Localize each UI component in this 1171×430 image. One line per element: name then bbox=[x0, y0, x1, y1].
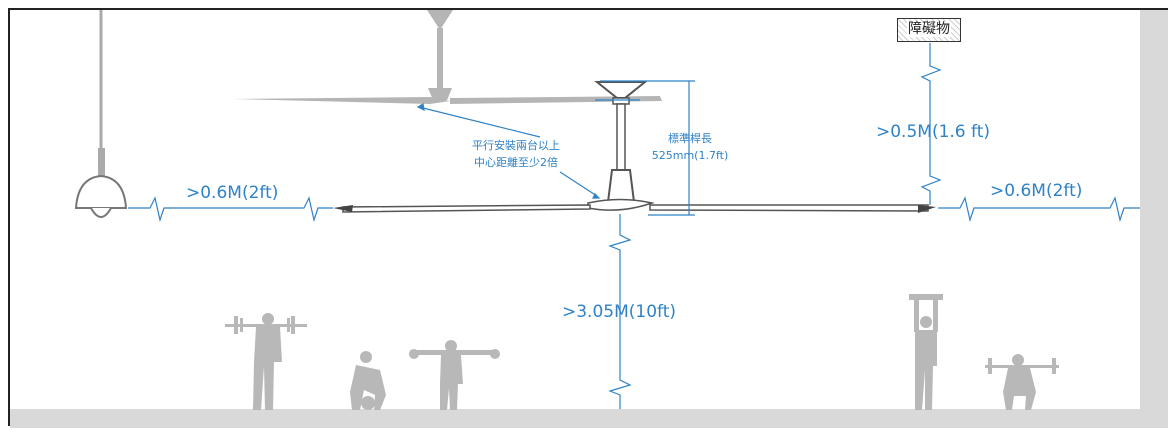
main-fan bbox=[333, 81, 936, 213]
obstacle-label: 障礙物 bbox=[907, 21, 951, 37]
parallel-note-line2: 中心距離至少2倍 bbox=[474, 156, 558, 169]
floor bbox=[10, 409, 1168, 428]
diagram-frame bbox=[8, 8, 1168, 426]
athlete-kettlebell bbox=[350, 351, 386, 410]
pendant-lamp bbox=[74, 10, 128, 218]
parallel-note-line1: 平行安裝兩台以上 bbox=[472, 139, 560, 152]
downrod-length-note: 標準桿長 525mm(1.7ft) bbox=[640, 130, 740, 164]
floor-clearance-label: >3.05M(10ft) bbox=[562, 302, 677, 322]
right-wall bbox=[1140, 10, 1168, 426]
downrod-line2: 525mm(1.7ft) bbox=[651, 149, 729, 162]
right-clearance-label: >0.6M(2ft) bbox=[990, 181, 1083, 201]
obstacle-box: 障礙物 bbox=[897, 18, 961, 42]
athlete-barbell-squat-right bbox=[985, 354, 1059, 410]
athlete-overhead-press bbox=[909, 294, 943, 410]
dimension-lines bbox=[128, 43, 1140, 409]
parallel-install-note: 平行安裝兩台以上 中心距離至少2倍 bbox=[456, 137, 576, 171]
athlete-barbell-squat-left bbox=[225, 313, 307, 410]
obstacle-clearance-label: >0.5M(1.6 ft) bbox=[876, 122, 991, 142]
background-fan bbox=[233, 10, 662, 104]
downrod-line1: 標準桿長 bbox=[668, 132, 712, 145]
left-clearance-label: >0.6M(2ft) bbox=[186, 183, 279, 203]
athlete-silhouettes bbox=[225, 294, 1059, 410]
athlete-dumbbell-raise bbox=[409, 340, 500, 410]
